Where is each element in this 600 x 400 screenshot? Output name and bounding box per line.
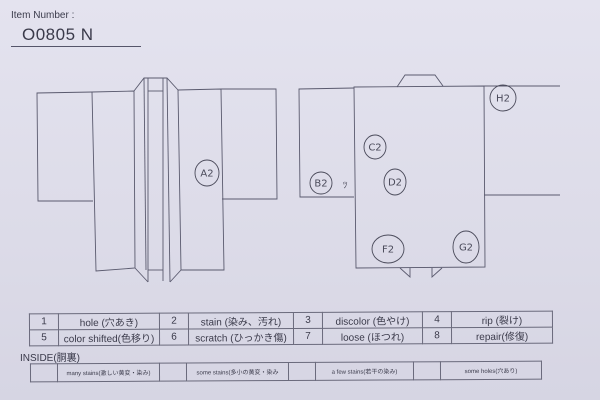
damage-mark-label: B2	[314, 179, 327, 190]
item-number-underline	[11, 46, 141, 47]
damage-legend-table: 1 hole (穴あき) 2 stain (染み、汚れ) 3 discolor …	[29, 311, 553, 347]
damage-mark-circle	[489, 84, 517, 112]
damage-mark-circle	[363, 134, 387, 160]
damage-mark-label: C2	[368, 143, 381, 154]
legend-num: 4	[422, 311, 452, 328]
back-tab-left	[399, 267, 411, 279]
legend-num: 5	[29, 329, 59, 346]
legend-num: 8	[422, 327, 452, 344]
damage-mark-label: H2	[496, 94, 510, 105]
front-right-sleeve	[221, 88, 278, 200]
legend-label: hole (穴あき)	[58, 313, 160, 330]
back-collar	[396, 74, 444, 88]
legend-label: rip (裂け)	[451, 311, 553, 328]
legend-label: loose (ほつれ)	[322, 327, 423, 345]
inside-section-title: INSIDE(胴裏)	[20, 353, 80, 364]
legend-row: 5 color shifted(色移り) 6 scratch (ひっかき傷) 7…	[29, 327, 553, 346]
inside-option-label: some holes(穴あり)	[440, 361, 542, 380]
damage-mark-circle	[309, 171, 333, 195]
legend-num: 2	[159, 313, 189, 330]
inside-checkbox[interactable]	[413, 361, 441, 380]
legend-label: scratch (ひっかき傷)	[188, 328, 294, 346]
inside-checkbox[interactable]	[30, 363, 58, 382]
back-annotation: ﾂ	[343, 180, 348, 190]
damage-mark-label: G2	[459, 243, 473, 254]
legend-label: discolor (色やけ)	[322, 311, 423, 329]
legend-num: 6	[159, 329, 189, 346]
front-right-panel	[177, 88, 225, 271]
back-tab-right	[431, 267, 443, 279]
legend-label: stain (染み、汚れ)	[188, 312, 294, 330]
legend-num: 3	[293, 312, 323, 329]
damage-mark-circle	[383, 168, 407, 196]
front-left-sleeve	[36, 91, 94, 202]
legend-label: color shifted(色移り)	[58, 329, 160, 346]
damage-mark-label: F2	[382, 245, 394, 256]
damage-mark-circle	[194, 159, 220, 187]
inside-option-label: some stains(多小の黄変・染み	[186, 362, 289, 382]
inside-lining-table: many stains(激しい黄変・染み) some stains(多小の黄変・…	[30, 361, 542, 383]
damage-mark-circle	[371, 234, 405, 264]
inside-checkbox[interactable]	[159, 363, 187, 382]
item-number-value: O0805 N	[22, 25, 94, 44]
legend-num: 7	[293, 328, 323, 345]
back-body	[353, 85, 486, 269]
back-left-sleeve	[298, 87, 355, 198]
damage-mark-circle	[452, 230, 480, 264]
damage-mark-label: A2	[200, 169, 213, 180]
legend-label: repair(修復)	[451, 327, 553, 344]
inside-option-label: many stains(激しい黄変・染み)	[57, 363, 160, 382]
inside-checkbox[interactable]	[288, 362, 316, 381]
damage-mark-label: D2	[388, 178, 402, 189]
legend-num: 1	[29, 313, 59, 330]
inside-row: many stains(激しい黄変・染み) some stains(多小の黄変・…	[30, 361, 542, 382]
inside-option-label: a few stains(若干の染み)	[315, 361, 414, 381]
item-number-label: Item Number :	[11, 10, 75, 21]
